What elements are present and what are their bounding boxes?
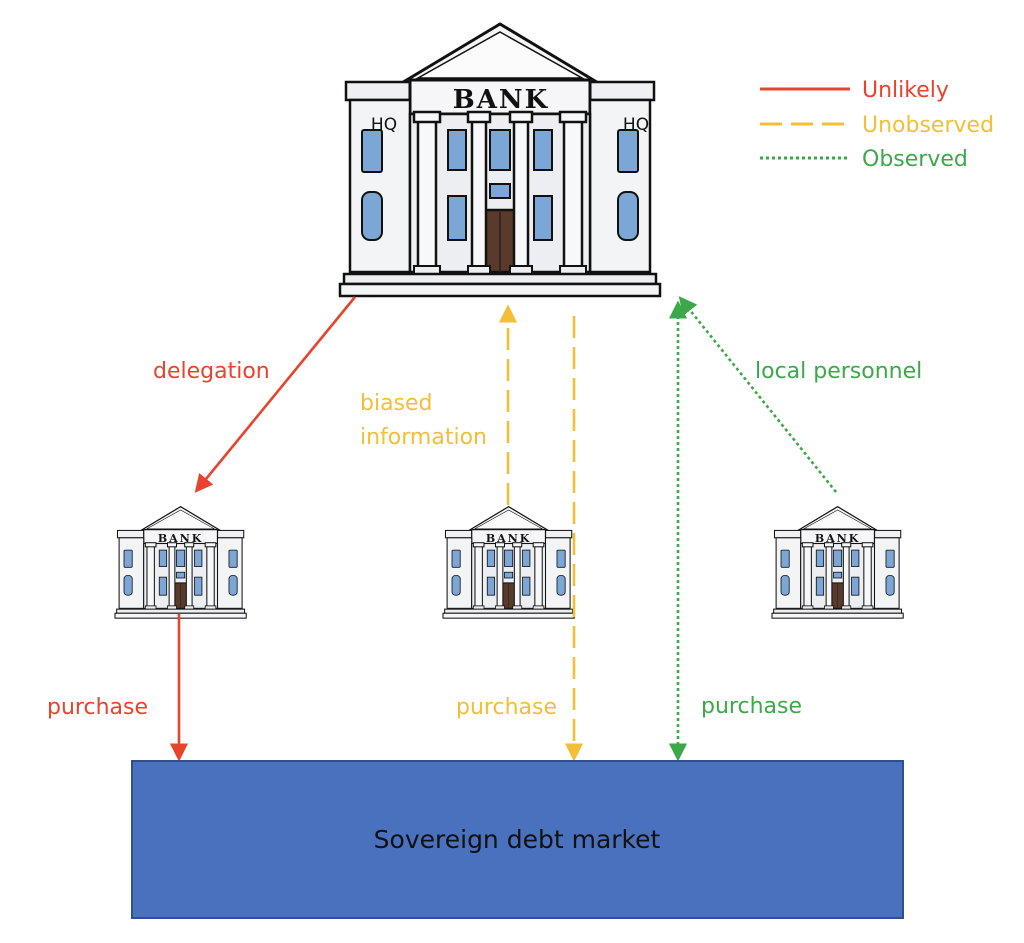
branch-bank-middle xyxy=(442,506,575,619)
legend-label-unlikely: Unlikely xyxy=(862,78,949,103)
branch-bank-left xyxy=(114,506,247,619)
legend-label-observed: Observed xyxy=(862,147,968,172)
branch-bank-left-sign: BANK xyxy=(158,532,203,545)
legend-label-unobserved: Unobserved xyxy=(862,113,994,138)
label-purchase-middle: purchase xyxy=(456,695,557,720)
legend: Unlikely Unobserved Observed xyxy=(760,78,994,172)
hq-bank: BANK HQ HQ xyxy=(338,22,662,298)
label-biased: biased xyxy=(360,391,433,416)
hq-bank-sign: BANK xyxy=(453,85,550,115)
branch-bank-right xyxy=(771,506,904,619)
arrow-local-personnel xyxy=(678,296,838,493)
branch-bank-middle-sign: BANK xyxy=(486,532,531,545)
label-delegation: delegation xyxy=(153,359,270,384)
label-purchase-left: purchase xyxy=(47,695,148,720)
label-local-personnel: local personnel xyxy=(755,359,922,384)
market-box xyxy=(131,760,904,919)
market-label: Sovereign debt market xyxy=(374,825,661,854)
hq-tag-right: HQ xyxy=(623,115,649,135)
bank-building-icon xyxy=(338,22,662,298)
label-purchase-right: purchase xyxy=(701,694,802,719)
sovereign-debt-market: Sovereign debt market xyxy=(131,760,904,919)
branch-bank-right-sign: BANK xyxy=(815,532,860,545)
hq-tag-left: HQ xyxy=(371,115,397,135)
arrow-delegation xyxy=(194,296,357,493)
label-information: information xyxy=(360,425,487,450)
